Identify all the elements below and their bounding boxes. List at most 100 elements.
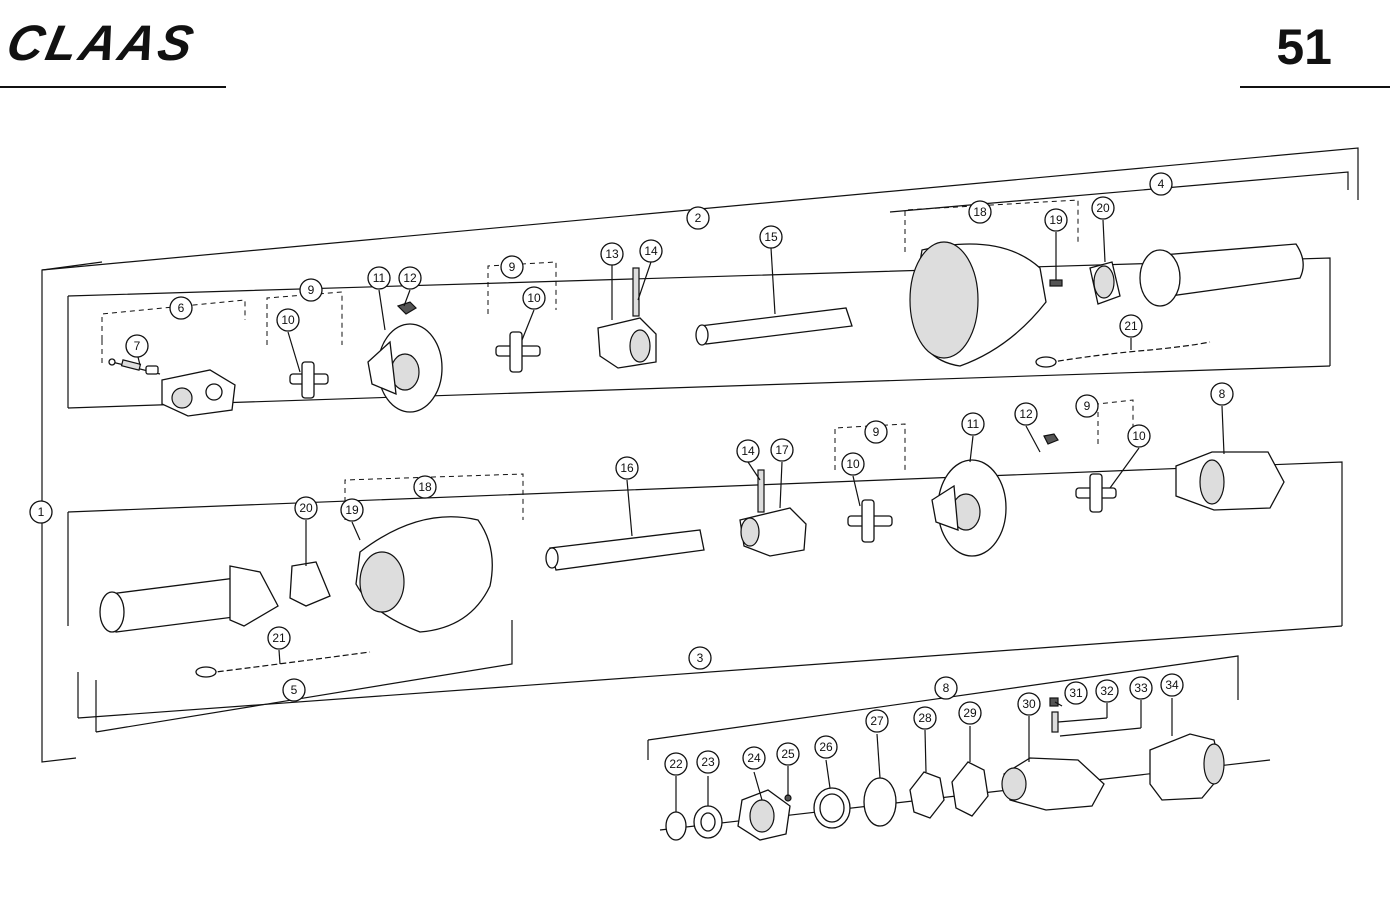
svg-text:7: 7	[134, 339, 141, 353]
top-row-parts	[108, 241, 1304, 417]
callout-11b: 11	[961, 412, 985, 436]
svg-text:11: 11	[373, 271, 386, 285]
svg-text:12: 12	[1019, 407, 1033, 421]
svg-text:23: 23	[701, 755, 715, 769]
callout-14b: 14	[736, 439, 760, 463]
svg-text:19: 19	[345, 503, 359, 517]
svg-text:28: 28	[918, 711, 932, 725]
callout-16: 16	[615, 456, 639, 480]
callout-31: 31	[1064, 681, 1088, 705]
callout-8a: 8	[1210, 382, 1234, 406]
svg-text:10: 10	[1132, 429, 1146, 443]
svg-text:9: 9	[308, 283, 315, 297]
svg-text:8: 8	[1219, 387, 1226, 401]
svg-text:14: 14	[644, 244, 658, 258]
svg-text:14: 14	[741, 444, 755, 458]
assembly-brackets	[41, 147, 1359, 831]
callout-18b: 18	[413, 475, 437, 499]
callout-3: 3	[688, 646, 712, 670]
svg-text:34: 34	[1165, 678, 1179, 692]
svg-text:20: 20	[299, 501, 313, 515]
svg-text:10: 10	[281, 313, 295, 327]
svg-text:3: 3	[697, 651, 704, 665]
callout-7: 7	[125, 334, 149, 358]
svg-text:18: 18	[418, 480, 432, 494]
svg-text:9: 9	[873, 425, 880, 439]
callout-21a: 21	[1119, 314, 1143, 338]
callout-10c: 10	[841, 452, 865, 476]
callout-9d: 9	[1075, 394, 1099, 418]
svg-text:29: 29	[963, 706, 977, 720]
svg-text:8: 8	[943, 681, 950, 695]
header-rule-left	[0, 86, 226, 88]
svg-text:11: 11	[967, 417, 980, 431]
callout-11a: 11	[367, 266, 391, 290]
callout-10d: 10	[1127, 424, 1151, 448]
callout-9b: 9	[500, 255, 524, 279]
callout-10b: 10	[522, 286, 546, 310]
svg-text:5: 5	[291, 683, 298, 697]
page-number: 51	[1276, 19, 1332, 75]
svg-text:6: 6	[178, 301, 185, 315]
svg-text:2: 2	[695, 211, 702, 225]
svg-text:27: 27	[870, 714, 884, 728]
callout-12b: 12	[1014, 402, 1038, 426]
callout-27: 27	[865, 709, 889, 733]
callout-15: 15	[759, 225, 783, 249]
callout-5: 5	[282, 678, 306, 702]
svg-text:25: 25	[781, 747, 795, 761]
callout-4: 4	[1149, 172, 1173, 196]
svg-text:15: 15	[764, 230, 778, 244]
bottom-row-parts	[665, 697, 1225, 841]
leader-lines	[137, 219, 1225, 812]
callout-13: 13	[600, 242, 624, 266]
svg-text:33: 33	[1134, 681, 1148, 695]
svg-text:26: 26	[819, 740, 833, 754]
svg-text:10: 10	[527, 291, 541, 305]
callout-1: 1	[29, 500, 53, 524]
svg-text:12: 12	[403, 271, 417, 285]
svg-text:4: 4	[1158, 177, 1165, 191]
callout-28: 28	[913, 706, 937, 730]
callout-24: 24	[742, 746, 766, 770]
callout-26: 26	[814, 735, 838, 759]
header-rule-right	[1240, 86, 1390, 88]
svg-text:24: 24	[747, 751, 761, 765]
svg-text:9: 9	[509, 260, 516, 274]
svg-text:1: 1	[38, 505, 45, 519]
callout-25: 25	[776, 742, 800, 766]
callout-23: 23	[696, 750, 720, 774]
svg-text:19: 19	[1049, 213, 1063, 227]
callout-12a: 12	[398, 266, 422, 290]
callout-2: 2	[686, 206, 710, 230]
callout-29: 29	[958, 701, 982, 725]
callout-21b: 21	[267, 626, 291, 650]
svg-text:31: 31	[1069, 686, 1083, 700]
svg-text:20: 20	[1096, 201, 1110, 215]
callout-8b: 8	[934, 676, 958, 700]
svg-text:22: 22	[669, 757, 683, 771]
svg-text:17: 17	[775, 443, 789, 457]
svg-text:10: 10	[846, 457, 860, 471]
callout-18a: 18	[968, 200, 992, 224]
callout-19a: 19	[1044, 208, 1068, 232]
callout-20b: 20	[294, 496, 318, 520]
svg-text:21: 21	[1124, 319, 1138, 333]
callout-9c: 9	[864, 420, 888, 444]
callout-14a: 14	[639, 239, 663, 263]
middle-row-parts	[99, 433, 1285, 678]
svg-text:9: 9	[1084, 399, 1091, 413]
svg-text:18: 18	[973, 205, 987, 219]
svg-text:16: 16	[620, 461, 634, 475]
svg-text:32: 32	[1100, 684, 1114, 698]
callout-32: 32	[1095, 679, 1119, 703]
svg-text:30: 30	[1022, 697, 1036, 711]
callout-10a: 10	[276, 308, 300, 332]
callout-17: 17	[770, 438, 794, 462]
callout-19b: 19	[340, 498, 364, 522]
callout-34: 34	[1160, 673, 1184, 697]
callout-30: 30	[1017, 692, 1041, 716]
callout-20a: 20	[1091, 196, 1115, 220]
callout-6: 6	[169, 296, 193, 320]
